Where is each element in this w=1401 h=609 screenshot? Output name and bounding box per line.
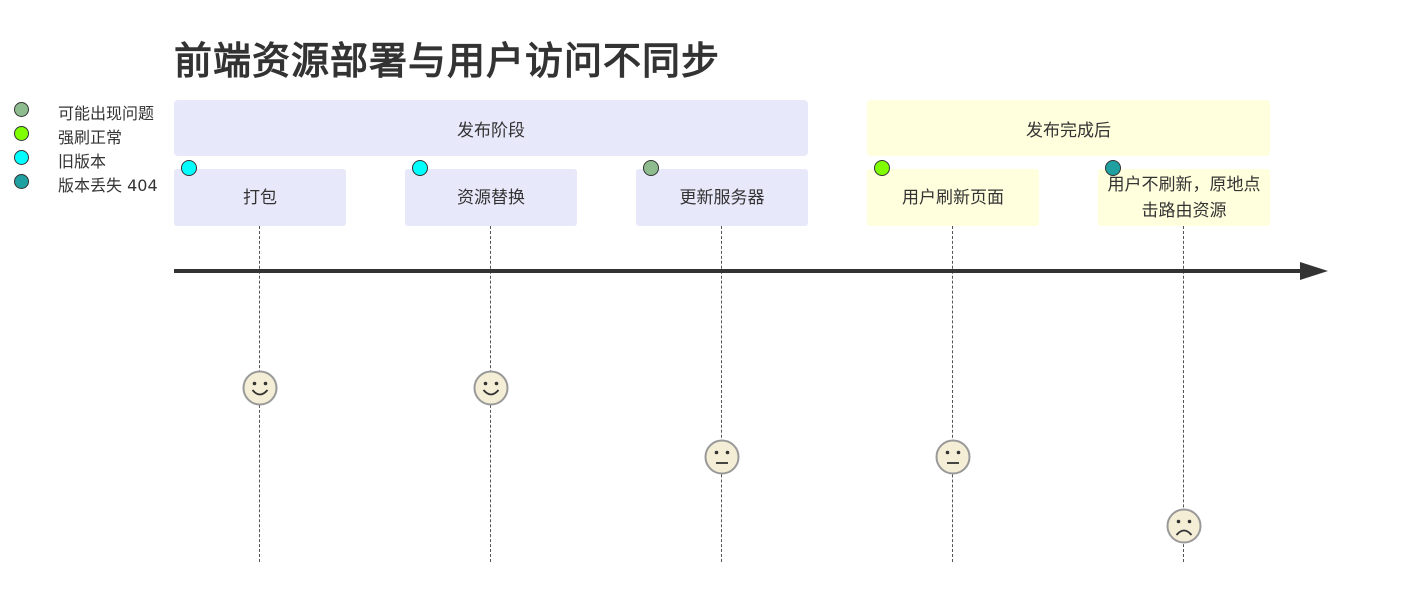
task-user-refresh: 用户刷新页面 xyxy=(867,169,1039,226)
legend-dot-icon xyxy=(14,102,29,117)
timeline-guide-line xyxy=(1183,226,1184,562)
legend-label: 旧版本 xyxy=(58,152,107,171)
task-user-no-refresh: 用户不刷新，原地点 击路由资源 xyxy=(1098,169,1270,226)
legend-label: 版本丢失 404 xyxy=(58,176,158,195)
timeline-axis xyxy=(174,269,1306,273)
task-label-line: 用户不刷新，原地点 xyxy=(1107,174,1261,195)
status-dot-icon xyxy=(1105,160,1121,176)
timeline-arrow-icon xyxy=(1300,262,1328,280)
task-update-server: 更新服务器 xyxy=(636,169,808,226)
status-dot-icon xyxy=(874,160,890,176)
diagram-title: 前端资源部署与用户访问不同步 xyxy=(174,39,721,83)
sad-face-icon xyxy=(1166,508,1202,544)
neutral-face-icon xyxy=(935,439,971,475)
task-package: 打包 xyxy=(174,169,346,226)
status-dot-icon xyxy=(643,160,659,176)
task-label-line: 击路由资源 xyxy=(1141,200,1227,221)
happy-face-icon xyxy=(242,370,278,406)
status-dot-icon xyxy=(181,160,197,176)
section-after-release: 发布完成后 xyxy=(867,100,1270,156)
legend-dot-icon xyxy=(14,126,29,141)
timeline-guide-line xyxy=(721,226,722,562)
timeline-guide-line xyxy=(952,226,953,562)
legend-label: 可能出现问题 xyxy=(58,104,155,123)
legend-dot-icon xyxy=(14,150,29,165)
legend-dot-icon xyxy=(14,174,29,189)
legend-label: 强刷正常 xyxy=(58,128,123,147)
task-resource-replace: 资源替换 xyxy=(405,169,577,226)
happy-face-icon xyxy=(473,370,509,406)
neutral-face-icon xyxy=(704,439,740,475)
status-dot-icon xyxy=(412,160,428,176)
section-release-phase: 发布阶段 xyxy=(174,100,808,156)
